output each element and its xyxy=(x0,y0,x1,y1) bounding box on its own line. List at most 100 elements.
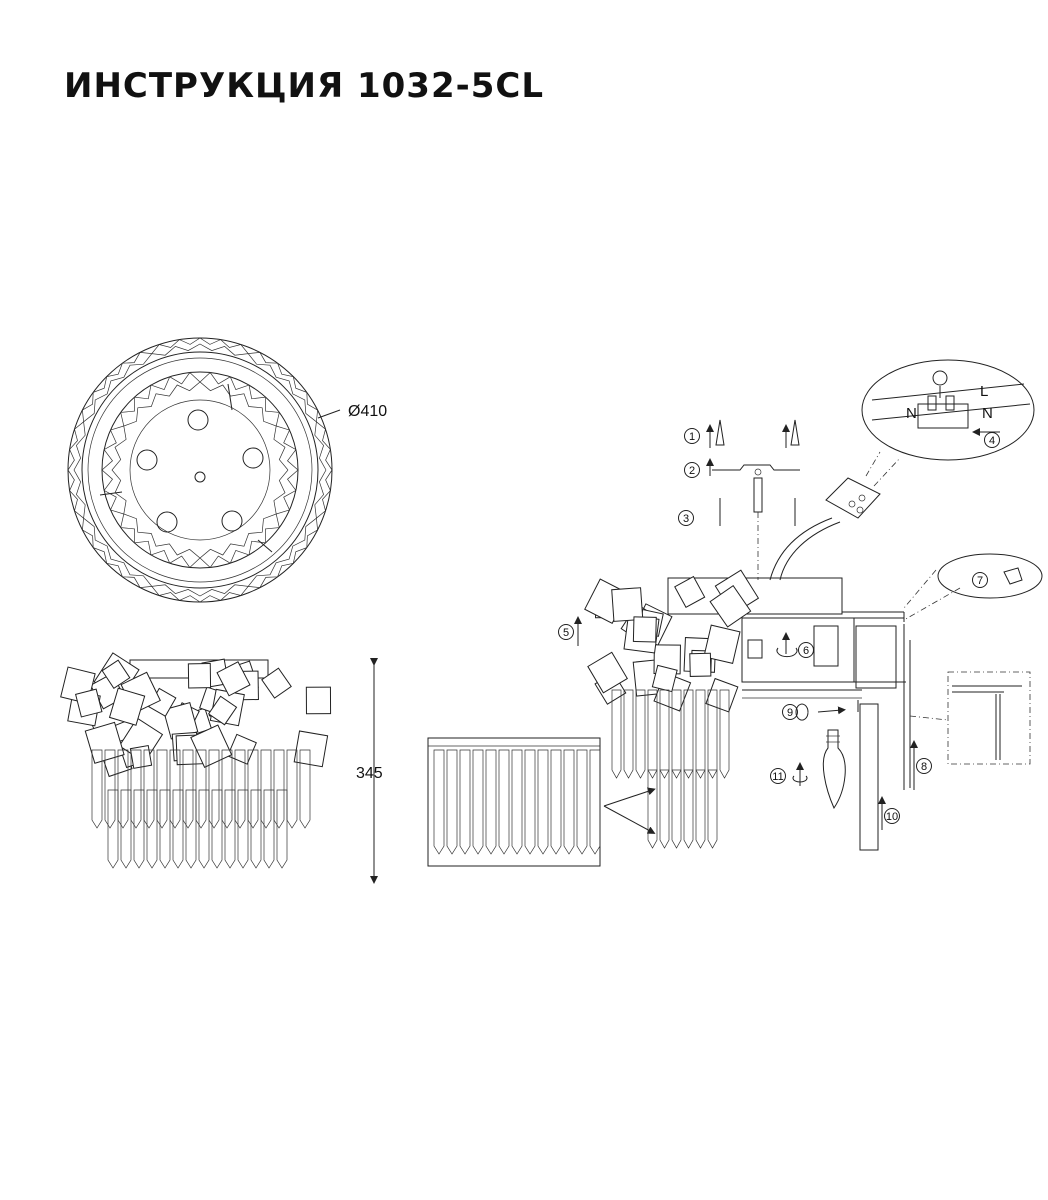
lamp-socket xyxy=(221,510,243,532)
prism xyxy=(247,749,259,829)
panel-prism xyxy=(472,749,484,855)
prism xyxy=(107,789,119,869)
wiring-detail: L N N xyxy=(769,359,1035,581)
panel-prism xyxy=(563,749,575,855)
prism xyxy=(185,789,197,869)
step-number: 9 xyxy=(787,707,793,719)
height-label: 345 xyxy=(356,765,383,782)
step-number: 7 xyxy=(977,575,983,587)
prism xyxy=(263,789,275,869)
step-7-badge: 7 xyxy=(972,572,988,588)
step-2-badge: 2 xyxy=(684,462,700,478)
prism xyxy=(707,689,718,779)
prism xyxy=(260,749,272,829)
prism xyxy=(695,769,706,849)
step-9-badge: 9 xyxy=(782,704,798,720)
wire-label-neutral-left: N xyxy=(906,405,917,422)
outer-crystal-ring xyxy=(67,337,333,603)
prism-panel xyxy=(427,737,656,867)
crystal-tile xyxy=(75,688,103,718)
panel-prism xyxy=(433,749,445,855)
prism xyxy=(659,769,670,849)
prism xyxy=(198,789,210,869)
prism xyxy=(299,749,311,829)
panel-prism xyxy=(485,749,497,855)
step-number: 1 xyxy=(689,431,695,443)
crystal-tile xyxy=(216,661,251,697)
crystal-tile xyxy=(293,730,329,768)
prism xyxy=(611,689,622,779)
prism xyxy=(159,789,171,869)
crystal-tile xyxy=(709,585,752,628)
step-3-badge: 3 xyxy=(678,510,694,526)
panel-prism xyxy=(537,749,549,855)
prism xyxy=(146,789,158,869)
crystal-cluster xyxy=(60,652,332,778)
step-11-badge: 11 xyxy=(770,768,786,784)
prism xyxy=(683,769,694,849)
prism xyxy=(224,789,236,869)
panel-prism xyxy=(511,749,523,855)
step-8-badge: 8 xyxy=(916,758,932,774)
panel-prism xyxy=(498,749,510,855)
crystal-tile xyxy=(84,721,125,764)
crystal-tile xyxy=(261,667,292,699)
step-number: 8 xyxy=(921,761,927,773)
prism xyxy=(250,789,262,869)
prism xyxy=(707,769,718,849)
inner-crystal-ring xyxy=(101,371,299,569)
crystal-tile xyxy=(689,652,712,677)
step-number: 5 xyxy=(563,627,569,639)
prism xyxy=(719,689,730,779)
step-4-badge: 4 xyxy=(984,432,1000,448)
crystal-tile xyxy=(187,663,212,689)
diameter-label: Ø410 xyxy=(348,403,387,420)
page-title: ИНСТРУКЦИЯ 1032-5CL xyxy=(64,66,545,106)
panel-prism xyxy=(459,749,471,855)
prism xyxy=(671,769,682,849)
panel-prism xyxy=(589,749,601,855)
step-number: 6 xyxy=(803,645,809,657)
step-markers: 1 2 3 4 5 6 7 8 9 10 11 xyxy=(558,428,1000,824)
panel-prism xyxy=(576,749,588,855)
lamp-socket xyxy=(156,511,178,533)
prism xyxy=(695,689,706,779)
prism xyxy=(683,689,694,779)
lamp-socket xyxy=(187,409,209,431)
step-1-badge: 1 xyxy=(684,428,700,444)
side-view: 345 xyxy=(60,652,383,884)
main-assembly xyxy=(574,553,1043,851)
prism xyxy=(91,749,103,829)
step-number: 3 xyxy=(683,513,689,525)
prism xyxy=(120,789,132,869)
crystal-tile xyxy=(651,664,678,693)
panel-prism xyxy=(446,749,458,855)
wire-label-neutral: N xyxy=(982,405,993,422)
crystal-tile xyxy=(101,659,131,689)
lamp-socket xyxy=(136,449,158,471)
prism xyxy=(671,689,682,779)
step-number: 4 xyxy=(989,435,995,447)
crystal-tile xyxy=(190,724,233,768)
panel-prism xyxy=(524,749,536,855)
prism xyxy=(276,789,288,869)
wire-label-live: L xyxy=(980,383,988,400)
prism xyxy=(635,689,646,779)
crystal-tile xyxy=(587,651,628,694)
crystal-tile xyxy=(703,624,741,664)
prism xyxy=(623,689,634,779)
step-number: 2 xyxy=(689,465,695,477)
crystal-tile xyxy=(207,695,238,726)
prism xyxy=(133,789,145,869)
crystal-tile xyxy=(632,616,657,643)
step-number: 10 xyxy=(886,811,898,823)
prism xyxy=(659,689,670,779)
step-6-badge: 6 xyxy=(798,642,814,658)
top-view: Ø410 xyxy=(67,337,387,603)
crystal-tile xyxy=(305,686,332,715)
mounting-hardware xyxy=(706,419,800,580)
panel-prism xyxy=(550,749,562,855)
prism xyxy=(211,789,223,869)
step-number: 11 xyxy=(772,771,783,783)
